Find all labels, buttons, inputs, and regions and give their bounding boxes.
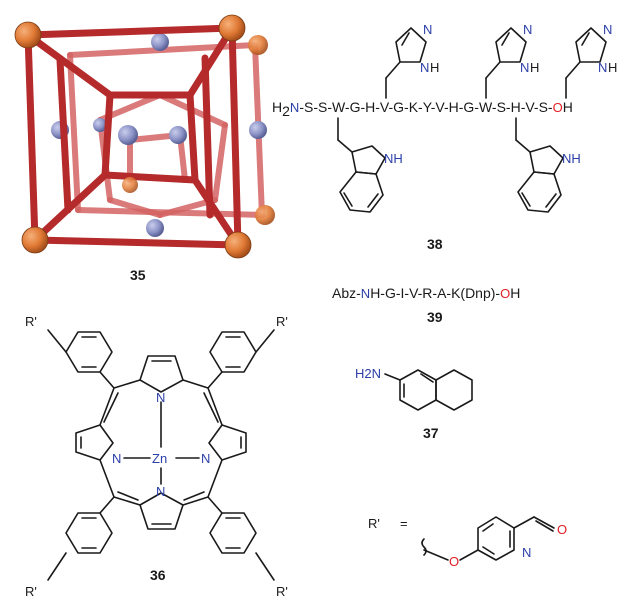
svg-text:=: = <box>400 516 408 531</box>
svg-text:N: N <box>156 484 165 499</box>
cage-front-rods <box>24 24 242 249</box>
svg-text:NH: NH <box>384 151 403 166</box>
svg-text:N: N <box>201 451 210 466</box>
svg-text:NH: NH <box>562 151 581 166</box>
svg-text:N: N <box>420 60 429 75</box>
compound-36: N N N N Zn R' R' R' <box>25 314 288 599</box>
compound-39: Abz-NH-G-I-V-R-A-K(Dnp)-OH 39 <box>332 285 520 325</box>
imidazole-1: N N H <box>385 22 439 99</box>
peptide-38-sequence: H2N-S-S-W-G-H-V-G-K-Y-V-H-G-W-S-H-V-S-OH <box>272 99 573 119</box>
porphyrin-core <box>75 355 247 530</box>
r-prime-definition: R' = O N O <box>368 516 567 569</box>
svg-text:H: H <box>430 60 439 75</box>
compound-37-label: 37 <box>423 425 439 441</box>
compound-38-label: 38 <box>427 236 443 252</box>
svg-text:R': R' <box>276 314 288 329</box>
compound-37: H2N 37 <box>355 366 473 441</box>
imidazole-2: N N H <box>485 22 539 99</box>
aryl-bottom-left: R' <box>25 496 115 599</box>
compound-36-label: 36 <box>150 567 166 583</box>
attachment-point <box>421 538 427 556</box>
cage-structure: 35 <box>14 14 275 283</box>
svg-text:N: N <box>156 390 165 405</box>
svg-text:N: N <box>112 451 121 466</box>
svg-text:O: O <box>449 554 459 569</box>
svg-text:R': R' <box>25 314 37 329</box>
svg-text:N: N <box>603 22 612 37</box>
compound-39-label: 39 <box>427 309 443 325</box>
zinc-center: Zn <box>152 451 167 466</box>
amine-37: H2N <box>355 366 381 381</box>
svg-text:O: O <box>557 522 567 537</box>
aryl-top-right: R' <box>207 314 288 389</box>
aryl-top-left: R' <box>25 314 115 389</box>
svg-text:R': R' <box>25 584 37 599</box>
svg-text:N: N <box>598 60 607 75</box>
indole-1: NH <box>337 117 403 213</box>
svg-text:R': R' <box>276 584 288 599</box>
cage-vertices <box>14 14 275 259</box>
svg-text:H: H <box>530 60 539 75</box>
svg-text:N: N <box>520 60 529 75</box>
compound-38: H2N-S-S-W-G-H-V-G-K-Y-V-H-G-W-S-H-V-S-OH… <box>272 22 617 252</box>
svg-text:H: H <box>608 60 617 75</box>
svg-text:R': R' <box>368 516 380 531</box>
aryl-bottom-right: R' <box>207 496 288 599</box>
compound-35-label: 35 <box>130 267 146 283</box>
cage-inner-atoms <box>51 33 267 237</box>
indole-2: NH <box>515 117 581 213</box>
peptide-39-sequence: Abz-NH-G-I-V-R-A-K(Dnp)-OH <box>332 285 520 301</box>
svg-text:N: N <box>523 22 532 37</box>
svg-text:N: N <box>522 545 531 560</box>
imidazole-3: N N H <box>565 22 617 99</box>
svg-text:N: N <box>423 22 432 37</box>
